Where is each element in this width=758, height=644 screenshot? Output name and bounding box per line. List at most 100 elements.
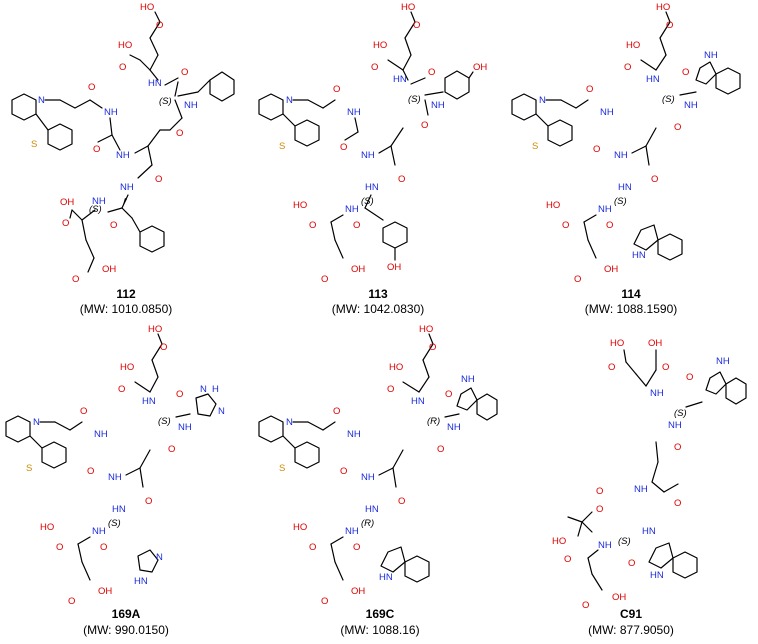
svg-text:O: O xyxy=(608,362,615,373)
svg-text:O: O xyxy=(674,442,681,453)
svg-text:O: O xyxy=(596,486,603,497)
svg-text:O: O xyxy=(88,82,95,93)
compound-id: 169A xyxy=(111,607,141,621)
svg-text:NH: NH xyxy=(704,50,718,61)
svg-text:O: O xyxy=(421,120,428,131)
svg-text:N: N xyxy=(33,417,40,428)
svg-text:HO: HO xyxy=(40,522,54,533)
svg-text:S: S xyxy=(279,463,285,474)
svg-text:O: O xyxy=(387,384,394,395)
svg-text:OH: OH xyxy=(351,586,365,597)
svg-text:O: O xyxy=(87,466,94,477)
svg-text:HO: HO xyxy=(118,40,132,51)
svg-text:NH: NH xyxy=(461,374,475,385)
svg-text:HO: HO xyxy=(373,40,387,51)
svg-text:OH: OH xyxy=(102,264,116,275)
svg-text:O: O xyxy=(371,62,378,73)
svg-text:HO: HO xyxy=(552,536,566,547)
svg-text:O: O xyxy=(176,389,183,400)
svg-text:OH: OH xyxy=(604,264,618,275)
svg-text:O: O xyxy=(168,444,175,455)
svg-text:HN: HN xyxy=(112,504,126,515)
svg-text:O: O xyxy=(674,498,681,509)
svg-text:N: N xyxy=(286,95,293,106)
svg-text:O: O xyxy=(624,62,631,73)
svg-text:HO: HO xyxy=(546,200,560,211)
svg-text:HO: HO xyxy=(656,2,670,13)
svg-text:O: O xyxy=(145,496,152,507)
svg-text:HN: HN xyxy=(393,74,407,85)
svg-text:H: H xyxy=(212,384,219,395)
svg-text:N: N xyxy=(38,95,45,106)
svg-text:NH: NH xyxy=(684,100,698,111)
svg-text:NH: NH xyxy=(178,422,192,433)
svg-text:(S): (S) xyxy=(674,408,687,419)
compound-id: 114 xyxy=(621,287,641,301)
svg-text:N: N xyxy=(286,417,293,428)
svg-text:NH: NH xyxy=(447,422,461,433)
structure-C91: HO OH O O NH O (S) NH NH O O O NH O HN (… xyxy=(552,338,747,611)
compound-panel-C91: HO OH O O NH O (S) NH NH O O O NH O HN (… xyxy=(506,322,758,644)
svg-text:S: S xyxy=(532,141,538,152)
compound-panel-169A: HO O HO O HN O (S) H N N NH O N S O NH O… xyxy=(0,322,253,644)
molecular-weight: (MW: 1088.16) xyxy=(340,623,420,637)
svg-text:NH: NH xyxy=(345,204,359,215)
svg-text:OH: OH xyxy=(60,197,74,208)
svg-text:HO: HO xyxy=(120,362,134,373)
svg-text:NH: NH xyxy=(92,526,106,537)
svg-text:HO: HO xyxy=(626,40,640,51)
svg-text:O: O xyxy=(181,67,188,78)
compound-panel-112: HO O HO O HN O (S) NH O N S O NH O NH O … xyxy=(0,0,253,322)
svg-text:O: O xyxy=(562,220,569,231)
svg-text:OH: OH xyxy=(648,338,662,349)
svg-text:O: O xyxy=(353,542,360,553)
svg-text:HN: HN xyxy=(148,78,162,89)
svg-text:O: O xyxy=(340,466,347,477)
svg-text:NH: NH xyxy=(108,472,122,483)
svg-text:O: O xyxy=(651,174,658,185)
svg-text:O: O xyxy=(333,84,340,95)
svg-text:O: O xyxy=(398,174,405,185)
svg-text:OH: OH xyxy=(98,586,112,597)
compound-id: 113 xyxy=(368,287,388,301)
svg-text:O: O xyxy=(80,406,87,417)
svg-text:NH: NH xyxy=(361,150,375,161)
svg-text:NH: NH xyxy=(347,429,361,440)
svg-text:NH: NH xyxy=(120,182,134,193)
svg-text:NH: NH xyxy=(345,526,359,537)
svg-text:NH: NH xyxy=(598,204,612,215)
svg-text:NH: NH xyxy=(668,420,682,431)
svg-text:O: O xyxy=(68,596,75,607)
svg-text:NH: NH xyxy=(600,107,614,118)
svg-text:HO: HO xyxy=(389,362,403,373)
svg-text:N: N xyxy=(156,552,163,563)
svg-text:S: S xyxy=(26,463,32,474)
svg-text:HN: HN xyxy=(618,182,632,193)
svg-text:O: O xyxy=(93,144,100,155)
svg-text:(S): (S) xyxy=(662,94,675,105)
svg-text:HO: HO xyxy=(148,324,162,335)
svg-text:O: O xyxy=(445,389,452,400)
svg-text:O: O xyxy=(682,67,689,78)
svg-text:(S): (S) xyxy=(158,416,171,427)
svg-text:O: O xyxy=(666,20,673,31)
svg-text:O: O xyxy=(437,444,444,455)
svg-text:O: O xyxy=(56,542,63,553)
svg-text:O: O xyxy=(662,362,669,373)
svg-text:(S): (S) xyxy=(159,96,172,107)
molecular-weight: (MW: 1042.0830) xyxy=(331,302,425,316)
svg-text:(R): (R) xyxy=(427,416,440,427)
molecular-weight: (MW: 877.9050) xyxy=(588,623,674,637)
svg-text:O: O xyxy=(564,554,571,565)
svg-text:OH: OH xyxy=(473,62,487,73)
svg-text:O: O xyxy=(586,84,593,95)
svg-text:NH: NH xyxy=(116,150,130,161)
svg-text:N: N xyxy=(200,384,207,395)
svg-text:O: O xyxy=(62,218,69,229)
svg-text:O: O xyxy=(100,542,107,553)
compound-panel-114: HO O HO O HN O (S) NH NH O N S O NH O NH… xyxy=(506,0,758,322)
svg-text:O: O xyxy=(593,144,600,155)
svg-text:HO: HO xyxy=(140,2,154,13)
svg-text:NH: NH xyxy=(431,100,445,111)
compound-id: 112 xyxy=(116,287,136,301)
